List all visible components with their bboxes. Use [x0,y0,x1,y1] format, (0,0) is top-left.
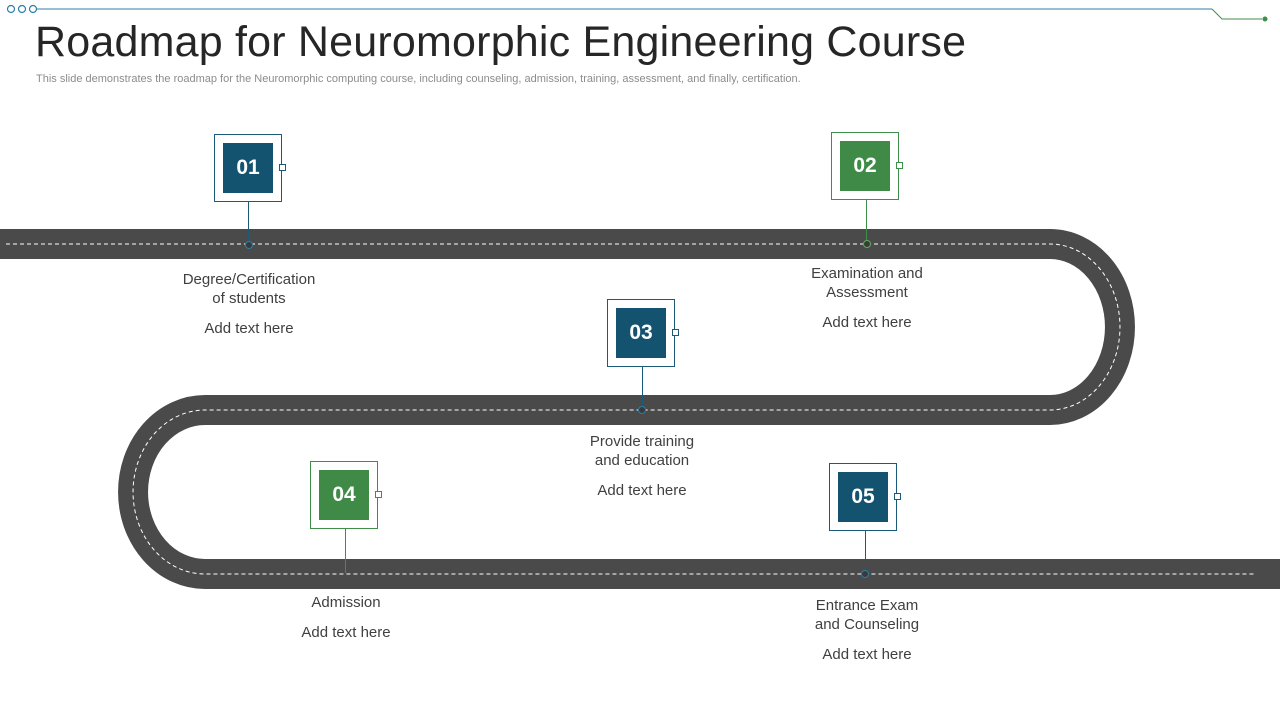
stage-04-heading: Admission [311,594,381,611]
stage-02-heading: Examination and Assessment [811,265,923,301]
page-subtitle: This slide demonstrates the roadmap for … [36,73,801,85]
stage-04-number: 04 [319,470,369,520]
stage-05-number: 05 [838,472,888,522]
stage-03-label: Provide training and education Add text … [532,432,752,500]
page-title: Roadmap for Neuromorphic Engineering Cou… [35,18,967,66]
stage-02-number: 02 [840,141,890,191]
stage-02-label: Examination and Assessment Add text here [757,264,977,332]
stage-05-heading: Entrance Exam and Counseling [814,597,920,633]
stage-02-road-dot [863,240,871,248]
stage-05-marker: 05 [829,463,901,531]
stage-01-marker: 01 [214,134,286,202]
stage-03-heading: Provide training and education [589,433,695,469]
stage-03-marker: 03 [607,299,679,367]
stage-04-label: Admission Add text here [236,593,456,642]
stage-04-marker: 04 [310,461,382,529]
stage-03-body: Add text here [597,482,687,499]
stage-03-road-dot [638,406,646,414]
stage-01-label: Degree/Certification of students Add tex… [139,270,359,338]
stage-02-marker: 02 [831,132,903,200]
stage-04-body: Add text here [301,624,391,641]
stage-03-number: 03 [616,308,666,358]
stage-02-body: Add text here [822,314,912,331]
header-decoration [6,4,1268,22]
stage-05-label: Entrance Exam and Counseling Add text he… [757,596,977,664]
stage-01-heading: Degree/Certification of students [182,271,316,307]
stage-05-road-dot [861,570,869,578]
stage-01-number: 01 [223,143,273,193]
stage-05-body: Add text here [822,646,912,663]
stage-01-road-dot [245,241,253,249]
stage-01-body: Add text here [204,320,294,337]
